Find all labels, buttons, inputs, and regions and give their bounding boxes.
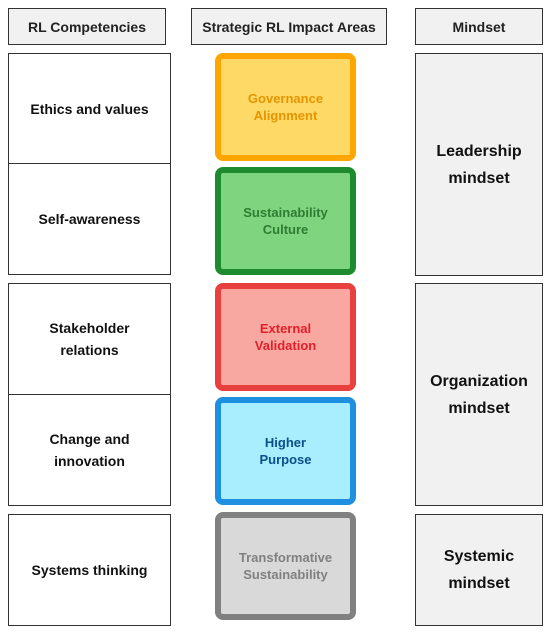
impact-area-label: Sustainability Culture (243, 205, 328, 237)
header-mindset-label: Mindset (452, 18, 506, 35)
mindset-label: Organization mindset (430, 372, 528, 417)
competency-label: Self-awareness (38, 211, 141, 227)
competency-label: Systems thinking (31, 562, 148, 578)
impact-area-transformative-sustainability: Transformative Sustainability (215, 512, 356, 620)
header-rl-competencies-label: RL Competencies (28, 18, 146, 35)
competency-ethics-and-values: Ethics and values (8, 53, 171, 164)
competency-systems-thinking: Systems thinking (8, 514, 171, 626)
header-strategic-impact-areas-label: Strategic RL Impact Areas (202, 18, 376, 35)
impact-area-sustainability-culture: Sustainability Culture (215, 167, 356, 275)
impact-area-governance-alignment: Governance Alignment (215, 53, 356, 161)
header-strategic-impact-areas: Strategic RL Impact Areas (191, 8, 387, 45)
impact-area-label: Governance Alignment (247, 91, 324, 123)
impact-area-external-validation: External Validation (215, 283, 356, 391)
impact-area-label: Transformative Sustainability (238, 550, 333, 582)
competency-self-awareness: Self-awareness (8, 163, 171, 275)
competency-label: Change and innovation (49, 431, 130, 469)
mindset-organization: Organization mindset (415, 283, 543, 506)
competency-stakeholder-relations: Stakeholder relations (8, 283, 171, 395)
impact-area-higher-purpose: Higher Purpose (215, 397, 356, 505)
competency-label: Ethics and values (30, 100, 149, 117)
impact-area-label: Higher Purpose (259, 435, 312, 467)
header-rl-competencies: RL Competencies (8, 8, 166, 45)
impact-area-label: External Validation (254, 321, 317, 353)
competency-label: Stakeholder relations (49, 320, 130, 358)
mindset-systemic: Systemic mindset (415, 514, 543, 626)
header-mindset: Mindset (415, 8, 543, 45)
mindset-leadership: Leadership mindset (415, 53, 543, 276)
competency-change-and-innovation: Change and innovation (8, 394, 171, 506)
mindset-label: Leadership mindset (436, 142, 522, 187)
mindset-label: Systemic mindset (443, 548, 515, 592)
